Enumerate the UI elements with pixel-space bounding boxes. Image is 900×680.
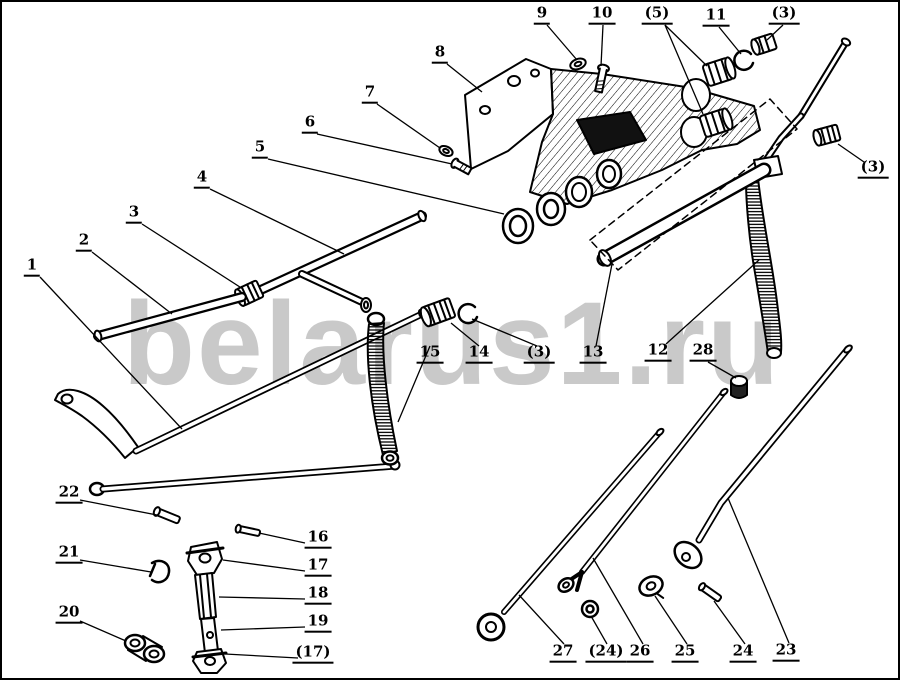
leader-line-17 xyxy=(224,653,299,659)
leader-line-10 xyxy=(600,24,604,67)
nut-3-top xyxy=(750,32,778,56)
leader-line-28 xyxy=(707,361,737,379)
leader-line-11 xyxy=(718,26,742,55)
lever-12 xyxy=(745,37,852,359)
leader-line-3 xyxy=(471,318,538,347)
leader-line-2 xyxy=(91,251,173,315)
bushing-rings-5 xyxy=(501,191,567,245)
washer-9 xyxy=(569,57,587,71)
leader-line-23 xyxy=(727,497,790,644)
cap-28 xyxy=(730,375,748,399)
pin-16 xyxy=(234,523,262,537)
leader-line-3 xyxy=(766,24,784,41)
leader-line-21 xyxy=(79,559,152,573)
lower-rod xyxy=(88,459,401,497)
leader-line-18 xyxy=(218,596,306,600)
bushing-5b xyxy=(699,107,734,138)
leader-line-19 xyxy=(220,626,306,631)
washer-25 xyxy=(638,575,665,599)
leader-line-7 xyxy=(376,103,441,149)
leader-line-4 xyxy=(209,188,345,255)
lever-15 xyxy=(366,311,400,466)
tube-13 xyxy=(596,162,772,267)
rod-23 xyxy=(673,344,853,570)
clip-21 xyxy=(148,559,171,584)
pin-24 xyxy=(697,582,723,603)
leader-line-13 xyxy=(595,263,613,347)
snap-ring-11 xyxy=(733,49,755,72)
leader-line-3 xyxy=(837,143,865,163)
leader-line-5 xyxy=(267,158,505,215)
link-assembly xyxy=(185,541,228,674)
leader-line-24 xyxy=(713,600,746,645)
leader-line-14 xyxy=(450,322,480,347)
leader-line-9 xyxy=(546,24,578,61)
pin-22 xyxy=(152,506,181,525)
leader-line-5 xyxy=(664,24,708,67)
leader-line-1 xyxy=(39,276,183,430)
leader-line-27 xyxy=(518,594,565,645)
leader-line-8 xyxy=(446,63,483,93)
rod-26 xyxy=(557,387,729,593)
leader-line-3 xyxy=(141,223,244,290)
bushing-5a xyxy=(702,56,737,87)
leader-line-16 xyxy=(258,532,306,544)
leader-line-15 xyxy=(397,345,431,423)
washer-7 xyxy=(438,144,454,158)
snap-ring-3-mid xyxy=(457,302,479,325)
leader-line-5 xyxy=(664,24,704,115)
bushing-3-right xyxy=(812,123,842,147)
drawing-layer xyxy=(54,32,853,674)
bolt-6 xyxy=(450,157,473,176)
leader-line-22 xyxy=(79,499,158,516)
leader-lines-layer xyxy=(39,24,865,659)
fork-20 xyxy=(123,633,166,664)
leader-line-12 xyxy=(665,259,760,345)
leader-line-26 xyxy=(592,557,644,645)
washer-24p xyxy=(580,599,600,619)
bushing-14 xyxy=(419,297,457,328)
leader-line-20 xyxy=(79,620,127,642)
leader-line-24 xyxy=(590,615,608,645)
leader-line-6 xyxy=(316,133,453,165)
leader-line-25 xyxy=(654,595,688,645)
leader-line-17 xyxy=(222,559,306,572)
rod-4 xyxy=(247,209,427,313)
dashed-outline xyxy=(589,98,798,271)
bolt-10 xyxy=(594,63,610,94)
rod-27 xyxy=(476,427,665,642)
